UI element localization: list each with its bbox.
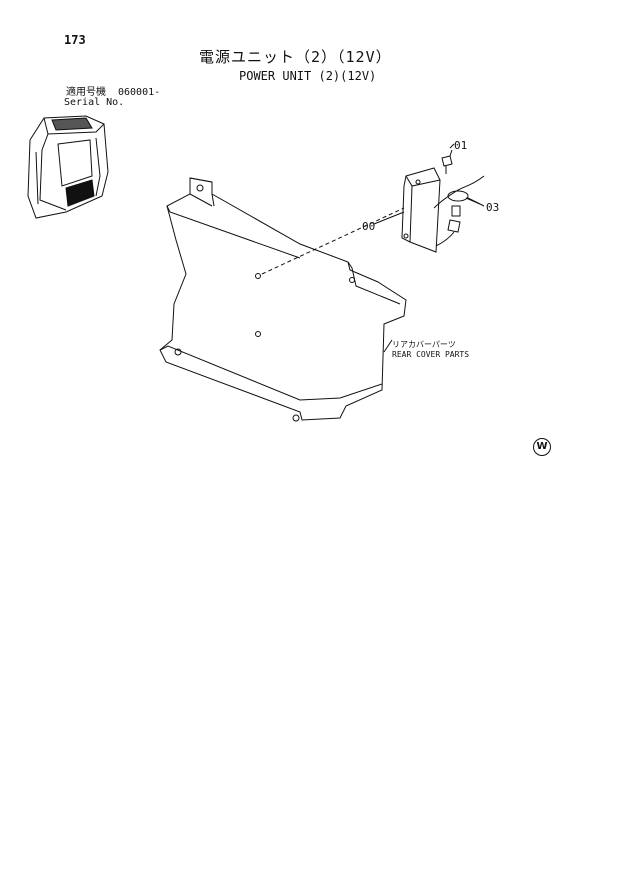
rear-cover-label-english: REAR COVER PARTS xyxy=(392,350,470,359)
excavator-cab-icon xyxy=(27,115,109,219)
serial-label-english: Serial No. xyxy=(64,97,125,108)
serial-label-japanese: 適用号機 xyxy=(66,87,106,98)
callout-03: 03 xyxy=(486,201,500,214)
rear-cover-plate xyxy=(159,177,407,422)
power-unit-box xyxy=(401,167,441,253)
leader-00 xyxy=(373,211,405,225)
leader-03 xyxy=(467,197,485,207)
callout-01: 01 xyxy=(454,139,468,152)
leader-01 xyxy=(449,149,453,157)
page-title-japanese: 電源ユニット（2）（12V） xyxy=(199,48,392,66)
rear-cover-label-japanese: リアカバーパーツ xyxy=(392,340,456,349)
harness-clamp-03 xyxy=(433,175,485,247)
callout-00: 00 xyxy=(362,220,376,233)
serial-value: 060001- xyxy=(118,87,161,98)
mount-leader-line xyxy=(261,207,405,275)
page-number: 173 xyxy=(64,33,86,47)
manufacturer-logo-icon: W xyxy=(533,438,551,456)
leader-rear-cover xyxy=(383,339,393,353)
bolt-part-01 xyxy=(441,143,455,174)
page-title-english: POWER UNIT (2)(12V) xyxy=(239,69,377,83)
